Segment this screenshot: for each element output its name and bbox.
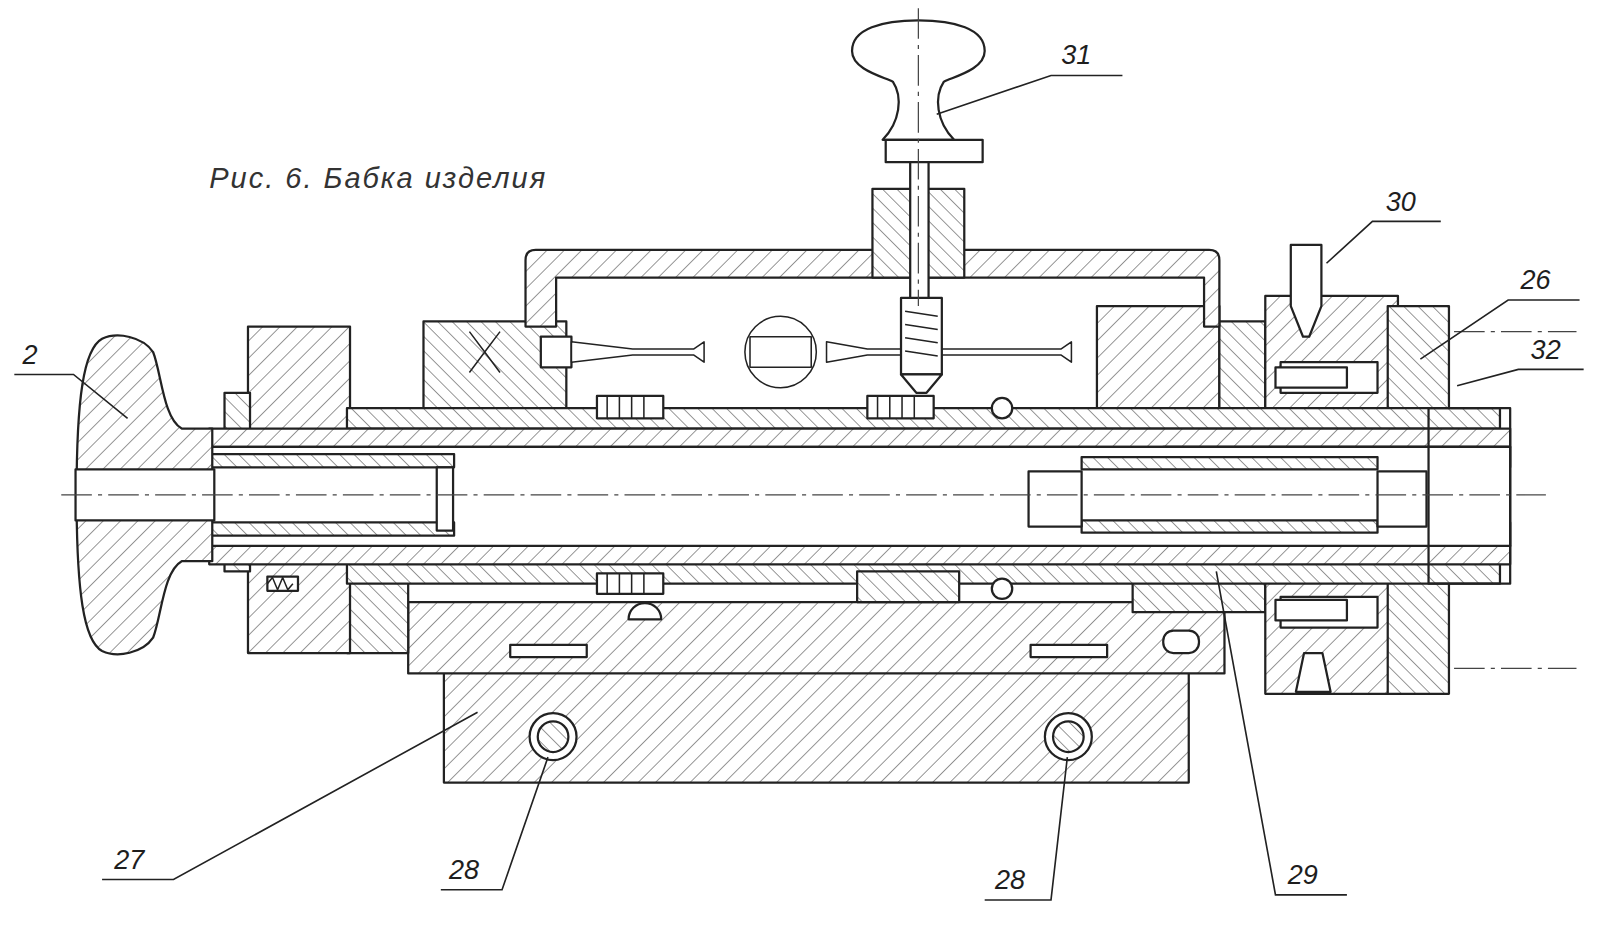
leader-line	[14, 76, 1583, 900]
leader-line	[937, 76, 1123, 115]
base-plate	[1053, 721, 1084, 752]
bearings	[267, 577, 298, 591]
center-line	[61, 494, 1546, 495]
base-plate	[538, 721, 569, 752]
plunger-knob	[901, 374, 942, 392]
center-line	[918, 8, 919, 306]
leader-line	[1216, 571, 1347, 894]
spindle	[1082, 520, 1378, 532]
plunger-knob	[910, 162, 928, 300]
bearings	[992, 579, 1012, 599]
spindle	[209, 454, 454, 467]
leader-line	[14, 374, 127, 418]
bearings	[597, 396, 663, 418]
housing-body	[1097, 306, 1219, 408]
bearings	[571, 342, 704, 362]
leader-line	[102, 712, 477, 879]
spindle	[209, 522, 454, 535]
bearings	[992, 398, 1012, 418]
leader-line	[1457, 369, 1584, 385]
bearings	[750, 337, 811, 368]
plunger-knob	[901, 298, 942, 375]
spindle	[209, 546, 1510, 564]
housing-body	[510, 645, 587, 657]
figure-title: Рис. 6. Бабка изделия	[209, 163, 547, 195]
spindle	[209, 429, 1510, 447]
bearings	[867, 396, 933, 418]
spindle	[1378, 471, 1427, 526]
front-housing	[1291, 245, 1322, 337]
bearings	[1163, 631, 1199, 653]
plunger-knob	[886, 140, 983, 162]
base-plate	[444, 668, 1189, 782]
bearings	[469, 332, 500, 373]
center-line	[61, 8, 1576, 668]
bearings	[267, 316, 1347, 653]
callout-number: 30	[1386, 188, 1416, 218]
base-plate	[444, 668, 1189, 782]
bearings	[597, 573, 663, 593]
callout-number: 28	[995, 866, 1025, 896]
callout-number: 32	[1531, 336, 1561, 366]
bearings	[1275, 600, 1346, 620]
bearings	[857, 571, 959, 602]
spindle	[209, 408, 1510, 584]
bearings	[267, 578, 293, 590]
bearings	[607, 396, 644, 418]
leader-line	[441, 757, 548, 890]
callout-number: 31	[1061, 41, 1091, 71]
callout-number: 2	[22, 341, 37, 371]
callout-number: 28	[449, 856, 479, 886]
spindle	[437, 467, 453, 530]
bearings	[827, 342, 1072, 362]
bearings	[541, 337, 572, 368]
bearings	[878, 396, 915, 418]
center-line	[1454, 668, 1576, 669]
leader-line	[985, 757, 1068, 900]
center-line	[1454, 331, 1576, 332]
spindle	[1429, 408, 1511, 584]
base-plate	[530, 713, 577, 760]
bearings	[1275, 367, 1346, 387]
housing-body	[408, 602, 1224, 673]
plunger-knob	[905, 311, 938, 356]
bearings	[745, 316, 816, 387]
housing-body	[1031, 645, 1108, 657]
front-housing	[1296, 653, 1331, 692]
callout-number: 27	[114, 846, 144, 876]
spindle	[1029, 471, 1082, 526]
bearings	[629, 603, 662, 619]
callout-number: 26	[1520, 266, 1550, 296]
spindle	[209, 447, 1510, 546]
bearings	[607, 573, 644, 593]
leader-line	[1327, 221, 1441, 263]
callout-number: 29	[1288, 861, 1318, 891]
spindle	[1082, 457, 1378, 469]
base-plate	[1045, 713, 1092, 760]
